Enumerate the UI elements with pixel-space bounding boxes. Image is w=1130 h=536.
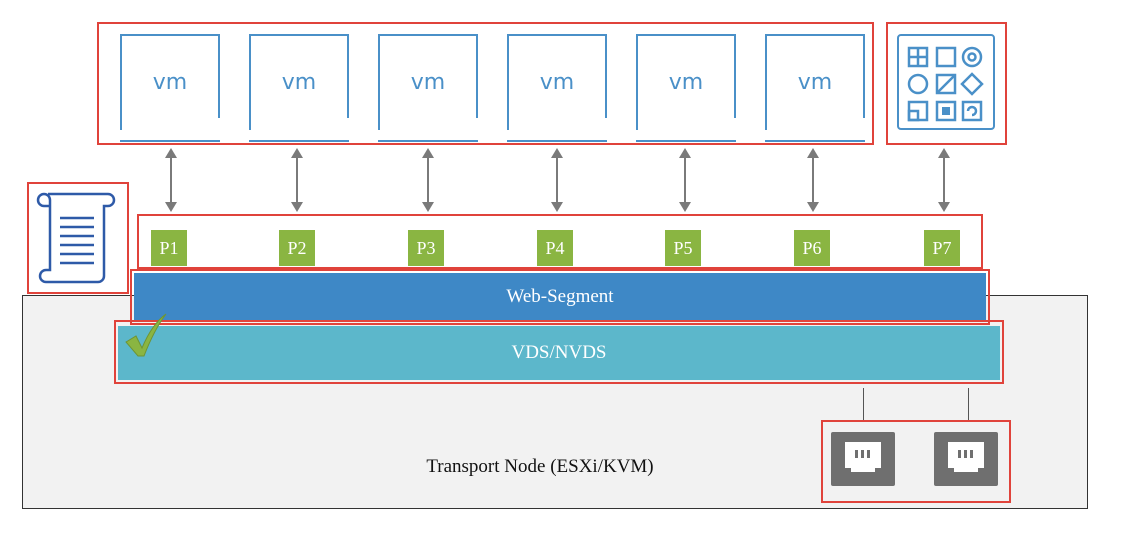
segment-highlight <box>130 269 990 325</box>
vm-label: vm <box>281 70 317 95</box>
port-p4[interactable]: P4 <box>537 230 573 266</box>
port-p6[interactable]: P6 <box>794 230 830 266</box>
nic-port <box>845 442 881 472</box>
vm-4[interactable]: vm <box>507 34 607 142</box>
port-p1[interactable]: P1 <box>151 230 187 266</box>
link-arrow <box>679 148 691 212</box>
policy-highlight <box>27 182 129 294</box>
port-p5[interactable]: P5 <box>665 230 701 266</box>
services-highlight <box>886 22 1007 145</box>
transport-node-label: Transport Node (ESXi/KVM) <box>426 456 654 477</box>
vm-label: vm <box>152 70 188 95</box>
switch-highlight <box>114 320 1004 384</box>
policy-document-icon[interactable] <box>34 188 120 293</box>
nic-port <box>948 442 984 472</box>
link-arrow <box>422 148 434 212</box>
checkmark-icon <box>122 312 168 365</box>
ports-highlight <box>137 214 983 269</box>
web-segment-bar[interactable]: Web-Segment <box>134 273 986 321</box>
vds-nvds-bar[interactable]: VDS/NVDS <box>118 326 1000 380</box>
link-arrow <box>938 148 950 212</box>
services-grid-icon[interactable] <box>897 34 995 130</box>
uplink-line <box>968 388 969 420</box>
link-arrow <box>807 148 819 212</box>
vm-1[interactable]: vm <box>120 34 220 142</box>
vm-5[interactable]: vm <box>636 34 736 142</box>
vm-label: vm <box>410 70 446 95</box>
link-arrow <box>291 148 303 212</box>
link-arrow <box>165 148 177 212</box>
vm-2[interactable]: vm <box>249 34 349 142</box>
vm-label: vm <box>797 70 833 95</box>
link-arrow <box>551 148 563 212</box>
physical-nic-icon[interactable] <box>831 432 895 486</box>
vm-6[interactable]: vm <box>765 34 865 142</box>
vm-label: vm <box>539 70 575 95</box>
pnic-highlight <box>821 420 1011 503</box>
vm-3[interactable]: vm <box>378 34 478 142</box>
port-p3[interactable]: P3 <box>408 230 444 266</box>
uplink-line <box>863 388 864 420</box>
vm-label: vm <box>668 70 704 95</box>
port-p7[interactable]: P7 <box>924 230 960 266</box>
vm-group-highlight <box>97 22 874 145</box>
port-p2[interactable]: P2 <box>279 230 315 266</box>
physical-nic-icon[interactable] <box>934 432 998 486</box>
